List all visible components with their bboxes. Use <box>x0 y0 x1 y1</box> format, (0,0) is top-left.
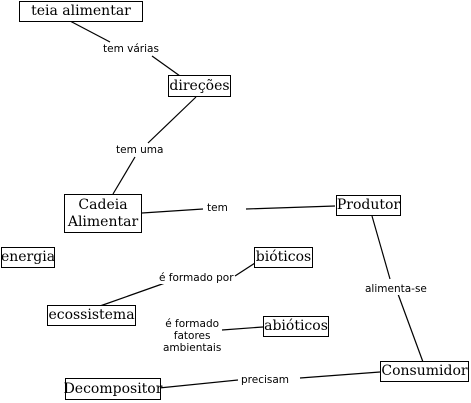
node-produtor: Produtor <box>336 195 401 216</box>
node-consumidor: Consumidor <box>380 361 469 382</box>
node-abioticos: abióticos <box>263 316 329 337</box>
link-tem-varias: tem várias <box>103 43 159 55</box>
edge-produtor-to-alimenta-se <box>371 215 391 280</box>
edge-decompositor-to-precisam <box>158 379 239 389</box>
edge-tem-to-produtor <box>245 205 336 210</box>
edge-teia-to-tem-varias <box>69 20 111 43</box>
link-tem: tem <box>207 202 228 214</box>
link-precisam: precisam <box>241 374 290 386</box>
edge-alimenta-se-to-consumidor <box>397 293 424 363</box>
node-direcoes: direções <box>168 75 231 97</box>
node-energia: energia <box>1 247 55 268</box>
node-cadeia-alimentar: Cadeia Alimentar <box>64 194 142 233</box>
node-bioticos: bióticos <box>254 247 313 268</box>
link-tem-uma: tem uma <box>116 144 164 156</box>
edge-formado-por-to-bioticos <box>234 262 256 277</box>
edge-ecossistema-to-formado-por <box>99 282 166 307</box>
link-formado-fatores: é formado fatores ambientais <box>163 318 222 354</box>
edge-formado-fatores-to-abioticos <box>221 326 264 331</box>
edge-tem-uma-to-cadeia <box>112 156 136 195</box>
edge-cadeia-to-tem <box>141 208 204 214</box>
node-ecossistema: ecossistema <box>47 305 136 326</box>
link-alimenta-se: alimenta-se <box>365 283 427 295</box>
edge-direcoes-to-tem-uma <box>147 96 197 144</box>
edge-tem-varias-to-direcoes <box>151 55 181 77</box>
link-formado-por: é formado por <box>159 272 234 284</box>
node-teia-alimentar: teia alimentar <box>19 1 143 22</box>
node-decompositor: Decompositor <box>64 378 162 400</box>
edge-precisam-to-consumidor <box>299 371 381 379</box>
